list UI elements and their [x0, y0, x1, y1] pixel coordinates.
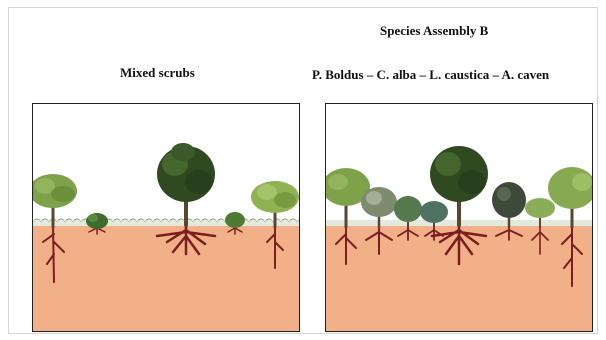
- tree-left: [33, 174, 77, 208]
- shrub-small-left: [86, 213, 108, 229]
- tree-center-large: [430, 146, 488, 202]
- tree-boldus-right: [548, 167, 593, 209]
- tree-caustica-1: [394, 196, 422, 222]
- tree-right: [251, 181, 299, 213]
- right-scene: [326, 104, 593, 332]
- assembly-title: Species Assembly B: [380, 23, 488, 39]
- tree-center-large: [157, 143, 215, 202]
- tree-caven: [525, 198, 555, 218]
- left-panel-title: Mixed scrubs: [120, 65, 195, 81]
- left-scene: [33, 104, 300, 332]
- tree-alba: [361, 187, 397, 217]
- right-panel-title: P. Boldus – C. alba – L. caustica – A. c…: [312, 67, 549, 83]
- tree-caustica-2: [420, 201, 448, 223]
- tree-dark-right: [492, 182, 526, 218]
- right-panel: [325, 103, 593, 332]
- left-panel: [32, 103, 300, 332]
- shrub-small-right: [225, 212, 245, 228]
